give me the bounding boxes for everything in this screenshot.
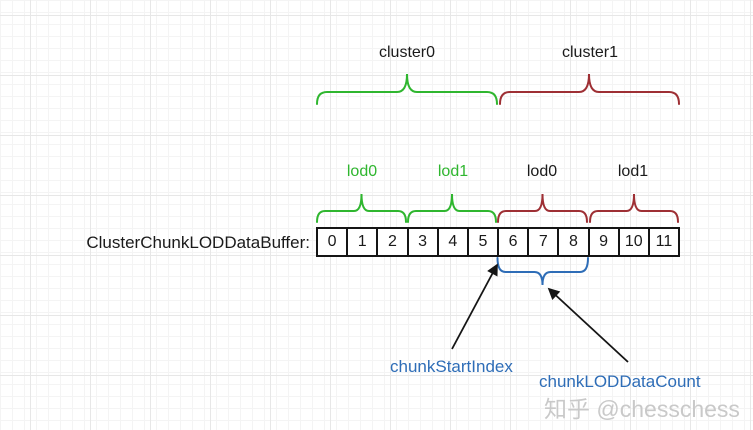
cluster0-brace (316, 73, 498, 105)
lod1-cluster0-brace (407, 193, 497, 223)
chunk-start-index-arrow (451, 263, 498, 350)
watermark: 知乎 @chesschess (544, 396, 740, 422)
buffer-cell: 3 (408, 227, 439, 257)
buffer-cell: 0 (316, 227, 349, 257)
cluster1-brace (499, 73, 680, 105)
buffer-cell: 2 (378, 227, 409, 257)
buffer-cell: 11 (649, 227, 681, 257)
buffer-cell: 10 (619, 227, 650, 257)
lod1-cluster1-brace (589, 193, 679, 223)
buffer-cell: 6 (499, 227, 530, 257)
lod0-cluster1-brace (497, 193, 588, 223)
chunk-start-index-label: chunkStartIndex (390, 357, 513, 376)
buffer-cell: 1 (348, 227, 379, 257)
lod0-cluster0-brace (316, 193, 407, 223)
buffer-cell: 8 (559, 227, 590, 257)
buffer-cell: 4 (438, 227, 469, 257)
cluster1-label: cluster1 (561, 44, 619, 61)
lod1-cluster0-label: lod1 (437, 163, 469, 180)
lod1-cluster1-label: lod1 (617, 163, 649, 180)
lod0-cluster0-label: lod0 (346, 163, 378, 180)
buffer-cell: 9 (589, 227, 620, 257)
chunk-lod-data-count-arrow (547, 287, 629, 363)
cluster0-label: cluster0 (378, 44, 436, 61)
lod0-cluster1-label: lod0 (526, 163, 558, 180)
buffer-name-label: ClusterChunkLODDataBuffer: (86, 233, 310, 252)
chunk-brace (496, 257, 589, 286)
buffer-cell: 5 (468, 227, 500, 257)
buffer-cell: 7 (529, 227, 560, 257)
chunk-lod-data-count-label: chunkLODDataCount (539, 372, 701, 391)
